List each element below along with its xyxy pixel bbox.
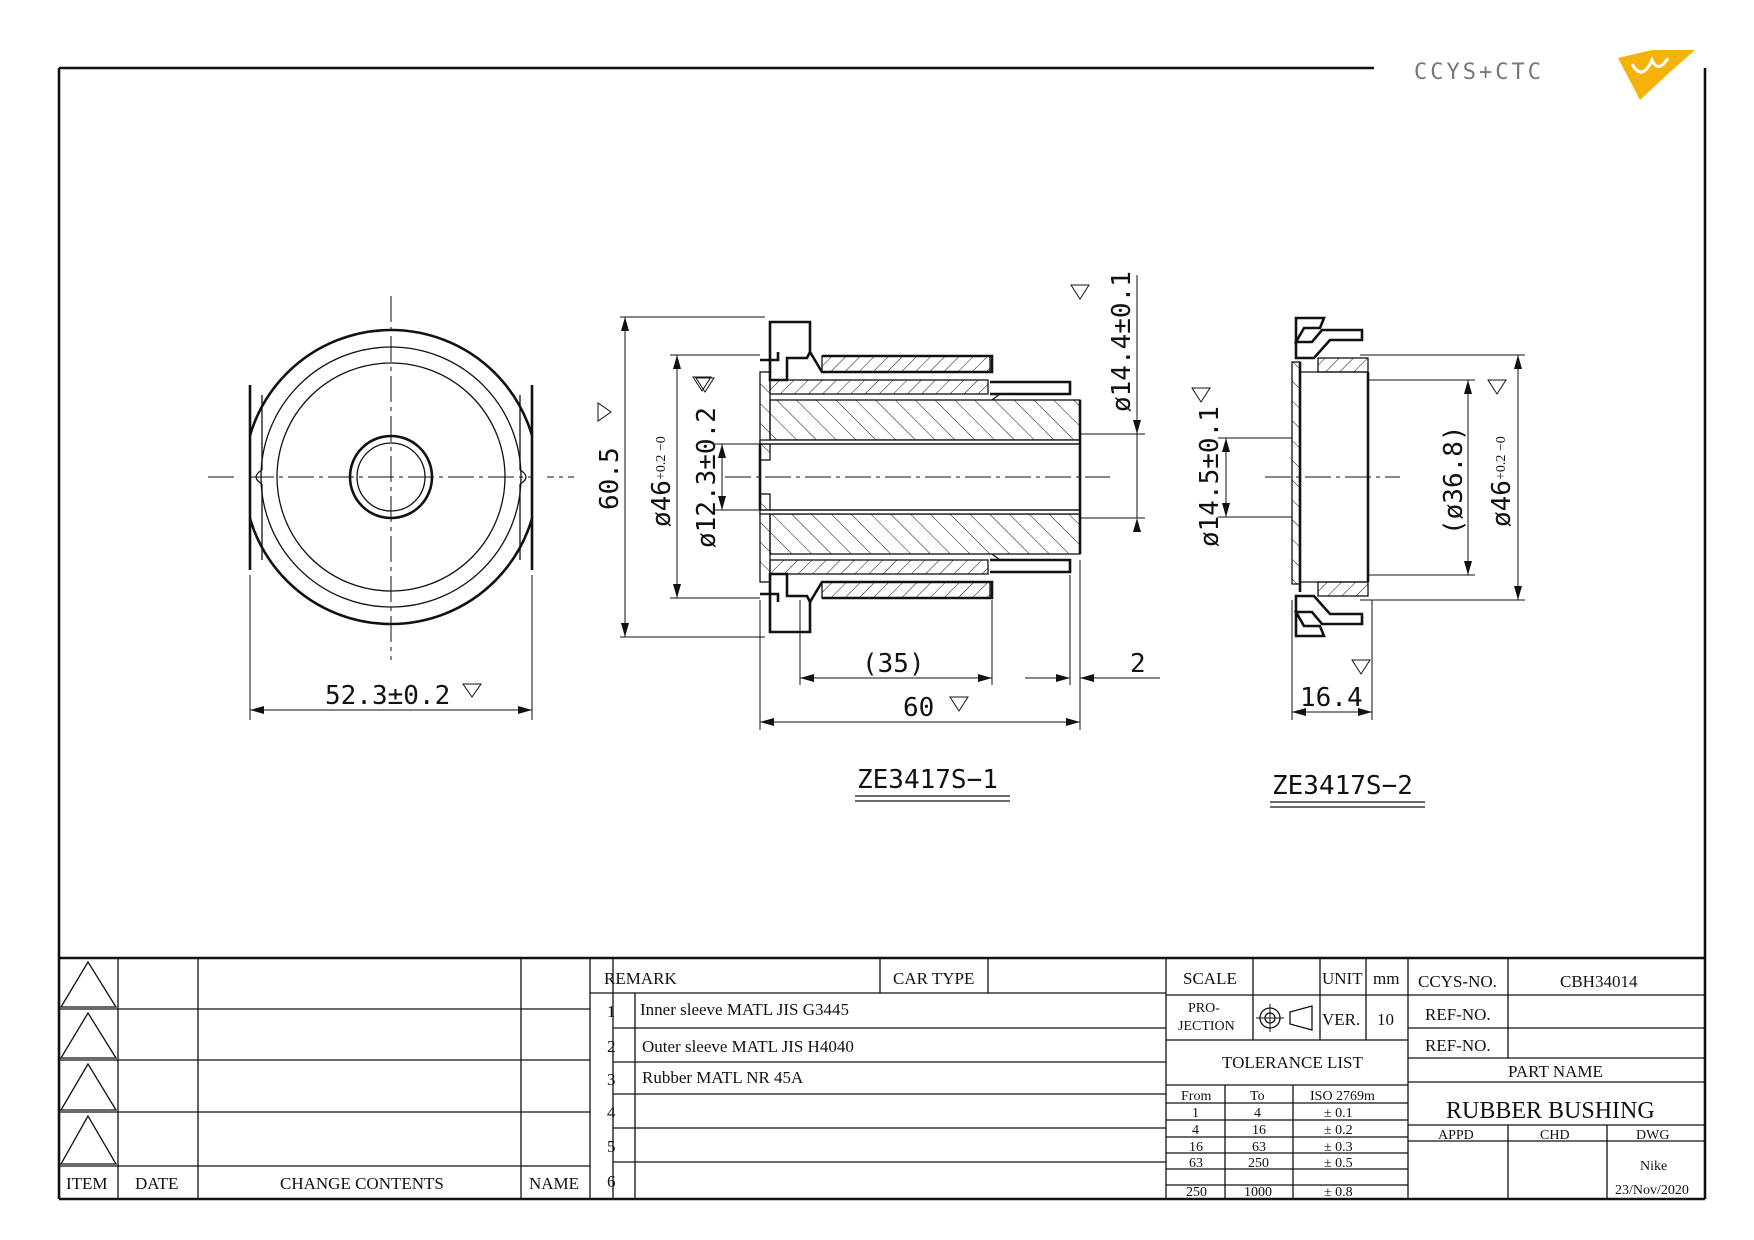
remark-text-2: Outer sleeve MATL JIS H4040 [642, 1037, 854, 1056]
company-logo: CCYS+CTC [1414, 50, 1695, 100]
part1-od-overall: 60.5 [595, 447, 625, 510]
third-angle-projection-icon [1256, 1004, 1313, 1032]
tol-row-5-tol: ± 0.8 [1324, 1185, 1353, 1200]
ccys-no-label: CCYS-NO. [1418, 972, 1497, 991]
unit-value: mm [1373, 969, 1399, 988]
rev-date-header: DATE [135, 1174, 178, 1193]
tol-iso-header: ISO 2769m [1310, 1089, 1375, 1104]
drawing-date: 23/Nov/2020 [1615, 1183, 1689, 1198]
scale-label: SCALE [1183, 969, 1237, 988]
remarks-table: REMARK CAR TYPE 1 Inner sleeve MATL JIS … [590, 958, 1167, 1199]
tol-row-4-tol: ± 0.5 [1324, 1156, 1353, 1171]
tol-row-3-tol: ± 0.3 [1324, 1140, 1353, 1155]
tol-row-1-tol: ± 0.1 [1324, 1106, 1353, 1121]
part1-bore: ø14.4±0.1 [1107, 271, 1137, 412]
remark-no-3: 3 [607, 1070, 616, 1089]
projection-label-2: JECTION [1178, 1019, 1235, 1034]
remarks-header: REMARK [604, 969, 677, 988]
logo-text: CCYS+CTC [1414, 60, 1544, 85]
remark-text-3: Rubber MATL NR 45A [642, 1068, 804, 1087]
part2-od-tol: +0.2 −0 [1494, 436, 1509, 480]
ver-value: 10 [1377, 1010, 1394, 1029]
tol-row-2-from: 4 [1192, 1123, 1199, 1138]
part-name-label: PART NAME [1508, 1062, 1603, 1081]
part1-label: ZE3417S−1 [857, 765, 998, 795]
revision-table: ITEM DATE CHANGE CONTENTS NAME [59, 958, 591, 1199]
remark-no-6: 6 [607, 1172, 616, 1191]
tol-row-4-to: 250 [1248, 1156, 1269, 1171]
tolerance-title: TOLERANCE LIST [1222, 1053, 1363, 1072]
part2-od: ø46 [1487, 480, 1517, 527]
dwg-label: DWG [1636, 1128, 1669, 1143]
part2-length: 16.4 [1300, 683, 1363, 713]
section-view-part1: 60.5 ø46 +0.2 −0 ø12.3±0.2 ø14.4±0.1 (35… [595, 271, 1160, 802]
tol-row-2-tol: ± 0.2 [1324, 1123, 1353, 1138]
front-view: 52.3±0.2 [208, 296, 574, 720]
part1-id-inner: ø12.3±0.2 [692, 407, 722, 548]
remark-text-1: Inner sleeve MATL JIS G3445 [640, 1000, 849, 1019]
part1-length: 60 [903, 693, 934, 723]
car-type-label: CAR TYPE [893, 969, 974, 988]
part1-inner-len: (35) [862, 649, 925, 679]
ccys-no-value: CBH34014 [1560, 972, 1638, 991]
tol-row-1-to: 4 [1254, 1106, 1261, 1121]
section-view-part2: ø14.5±0.1 (ø36.8) ø46 +0.2 −0 16.4 ZE341… [1191, 316, 1525, 808]
rev-name-header: NAME [529, 1174, 579, 1193]
projection-label-1: PRO- [1188, 1001, 1220, 1016]
tol-row-1-from: 1 [1192, 1106, 1199, 1121]
title-block: ITEM DATE CHANGE CONTENTS NAME REMARK CA… [59, 956, 1705, 1200]
front-width-dim: 52.3±0.2 [325, 681, 450, 711]
part1-od-outer: ø46 [647, 480, 677, 527]
remark-no-5: 5 [607, 1137, 616, 1156]
part1-offset: 2 [1130, 649, 1146, 679]
tol-row-3-to: 63 [1252, 1140, 1266, 1155]
ver-label: VER. [1322, 1010, 1360, 1029]
chd-label: CHD [1540, 1128, 1570, 1143]
part-info-block: CCYS-NO. CBH34014 REF-NO. REF-NO. PART N… [1408, 958, 1705, 1199]
rev-item-header: ITEM [66, 1174, 108, 1193]
tol-row-3-from: 16 [1189, 1140, 1203, 1155]
tol-row-5-from: 250 [1186, 1185, 1207, 1200]
tol-row-5-to: 1000 [1244, 1185, 1272, 1200]
tol-from-header: From [1181, 1089, 1211, 1104]
part2-label: ZE3417S−2 [1272, 771, 1413, 801]
part2-id: ø14.5±0.1 [1195, 406, 1225, 547]
appd-label: APPD [1438, 1128, 1474, 1143]
ref-no-label-1: REF-NO. [1425, 1005, 1491, 1024]
tol-to-header: To [1250, 1089, 1265, 1104]
part2-mid: (ø36.8) [1439, 425, 1469, 535]
part-name-value: RUBBER BUSHING [1446, 1098, 1655, 1124]
sheet-border [57, 66, 1707, 1201]
remark-no-2: 2 [607, 1037, 616, 1056]
drawer-name: Nike [1640, 1159, 1667, 1174]
rev-contents-header: CHANGE CONTENTS [280, 1174, 444, 1193]
part1-od-outer-tol: +0.2 −0 [654, 436, 669, 480]
tol-row-4-from: 63 [1189, 1156, 1203, 1171]
remark-no-1: 1 [607, 1002, 616, 1021]
ref-no-label-2: REF-NO. [1425, 1036, 1491, 1055]
remark-no-4: 4 [607, 1103, 616, 1122]
unit-label: UNIT [1322, 969, 1363, 988]
tol-row-2-to: 16 [1252, 1123, 1266, 1138]
info-block: SCALE UNIT mm PRO- JECTION VER. 10 TOLER… [1166, 958, 1409, 1200]
